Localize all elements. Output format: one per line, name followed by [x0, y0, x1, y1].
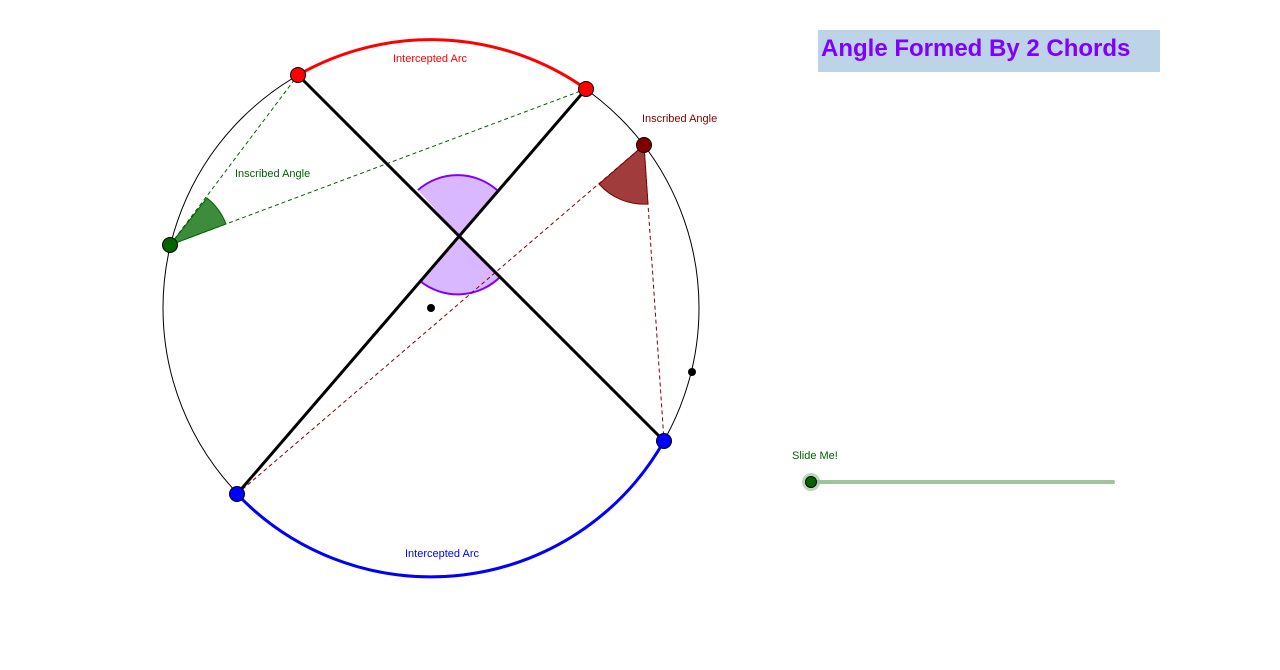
- green-point[interactable]: [162, 237, 178, 253]
- title-box: Angle Formed By 2 Chords: [818, 30, 1160, 72]
- inscribed-right-leg-1: [236, 144, 645, 495]
- bottom-intercepted-arc: [235, 440, 666, 579]
- red-point-left[interactable]: [290, 67, 306, 83]
- inscribed-left-leg-1: [169, 74, 299, 246]
- circle-edge-point[interactable]: [688, 368, 696, 376]
- vertical-angle-bottom-arc: [419, 275, 502, 296]
- blue-point-right[interactable]: [656, 433, 672, 449]
- chord-1: [296, 73, 666, 443]
- inscribed-left-leg-2: [169, 88, 587, 246]
- center-point[interactable]: [427, 304, 435, 312]
- chord-2: [235, 88, 588, 495]
- top-arc-label: Intercepted Arc: [393, 53, 467, 65]
- slider-handle[interactable]: [805, 476, 817, 488]
- inscribed-right-sector: [598, 143, 649, 205]
- red-point-right[interactable]: [578, 81, 594, 97]
- vertical-angle-bottom: [420, 236, 501, 295]
- slider-label: Slide Me!: [792, 450, 838, 462]
- bottom-arc-label: Intercepted Arc: [405, 548, 479, 560]
- vertical-angle-top-arc: [417, 174, 498, 191]
- top-intercepted-arc: [297, 38, 587, 91]
- vertical-angle-top: [418, 175, 497, 236]
- darkred-point[interactable]: [636, 137, 652, 153]
- blue-point-left[interactable]: [229, 486, 245, 502]
- inscribed-angle-right-label: Inscribed Angle: [642, 113, 717, 125]
- inscribed-left-sector: [168, 197, 227, 247]
- inscribed-angle-left-label: Inscribed Angle: [235, 168, 310, 180]
- page-title: Angle Formed By 2 Chords: [821, 35, 1131, 62]
